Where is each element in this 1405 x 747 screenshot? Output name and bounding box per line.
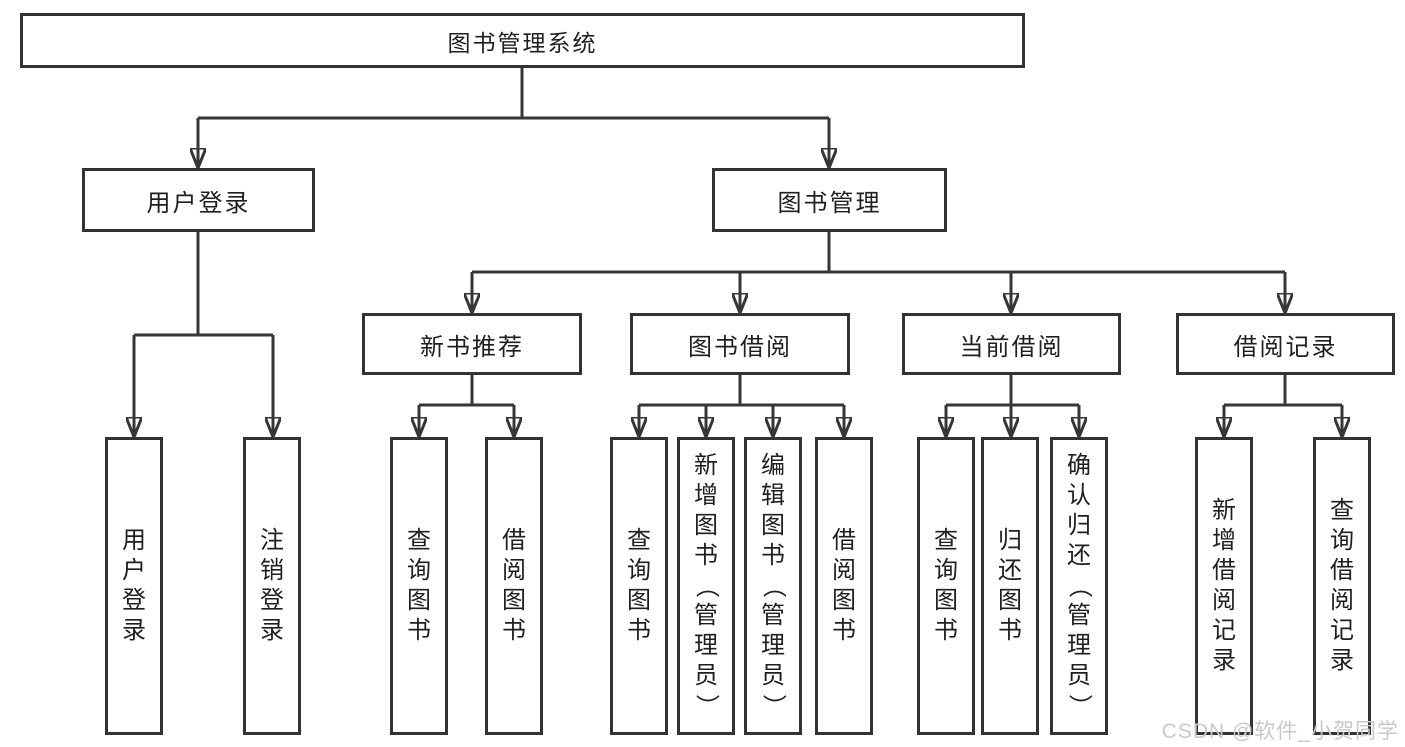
connector-records-to-leaves <box>1224 375 1342 436</box>
leaf-query-books-current: 查询图书 <box>917 437 975 735</box>
node-label: 注销登录 <box>260 527 284 644</box>
node-label: 编辑图书（管理员） <box>760 452 787 718</box>
node-borrow-records: 借阅记录 <box>1176 313 1395 375</box>
connector-login-to-leaves <box>134 232 273 436</box>
node-label: 查询图书 <box>934 527 958 644</box>
node-label: 归还图书 <box>998 527 1022 644</box>
node-book-borrow: 图书借阅 <box>630 313 850 375</box>
node-label: 图书借阅 <box>688 333 792 361</box>
node-label: 查询图书 <box>407 527 431 644</box>
node-book-management: 图书管理 <box>712 168 947 232</box>
leaf-borrow-books-recommend: 借阅图书 <box>485 437 543 735</box>
leaf-return-books: 归还图书 <box>981 437 1039 735</box>
connector-bookmgmt-to-level3 <box>472 232 1285 312</box>
leaf-borrow-books: 借阅图书 <box>815 437 873 735</box>
node-user-login: 用户登录 <box>82 168 315 232</box>
node-label: 确认归还（管理员） <box>1066 452 1093 718</box>
node-label: 用户登录 <box>146 189 251 217</box>
leaf-query-books-borrow: 查询图书 <box>610 437 668 735</box>
leaf-add-borrow-record: 新增借阅记录 <box>1195 437 1253 735</box>
node-current-borrow: 当前借阅 <box>902 313 1121 375</box>
connector-current-to-leaves <box>946 375 1079 436</box>
node-system-root: 图书管理系统 <box>20 13 1025 68</box>
node-label: 新书推荐 <box>420 333 524 361</box>
leaf-confirm-return-admin: 确认归还（管理员） <box>1050 437 1108 735</box>
node-label: 当前借阅 <box>959 333 1064 361</box>
node-label: 图书管理 <box>777 189 882 217</box>
leaf-edit-books-admin: 编辑图书（管理员） <box>744 437 802 735</box>
node-label: 借阅图书 <box>832 527 856 644</box>
node-new-book-recommend: 新书推荐 <box>362 313 582 375</box>
leaf-logout: 注销登录 <box>243 437 301 735</box>
node-label: 用户登录 <box>122 527 146 644</box>
leaf-user-login: 用户登录 <box>105 437 163 735</box>
node-label: 查询图书 <box>627 527 651 644</box>
node-label: 借阅记录 <box>1233 333 1338 361</box>
connector-root-to-level2 <box>198 68 829 167</box>
node-label: 新增借阅记录 <box>1212 497 1236 674</box>
leaf-query-books-recommend: 查询图书 <box>390 437 448 735</box>
csdn-watermark: CSDN @软件_小贺同学 <box>1161 720 1399 743</box>
node-label: 新增图书（管理员） <box>693 452 720 718</box>
connector-recommend-to-leaves <box>419 375 514 436</box>
leaf-query-borrow-record: 查询借阅记录 <box>1313 437 1371 735</box>
node-label: 图书管理系统 <box>447 29 598 56</box>
leaf-add-books-admin: 新增图书（管理员） <box>677 437 735 735</box>
connector-borrow-to-leaves <box>639 375 844 436</box>
node-label: 查询借阅记录 <box>1330 497 1354 674</box>
node-label: 借阅图书 <box>502 527 526 644</box>
